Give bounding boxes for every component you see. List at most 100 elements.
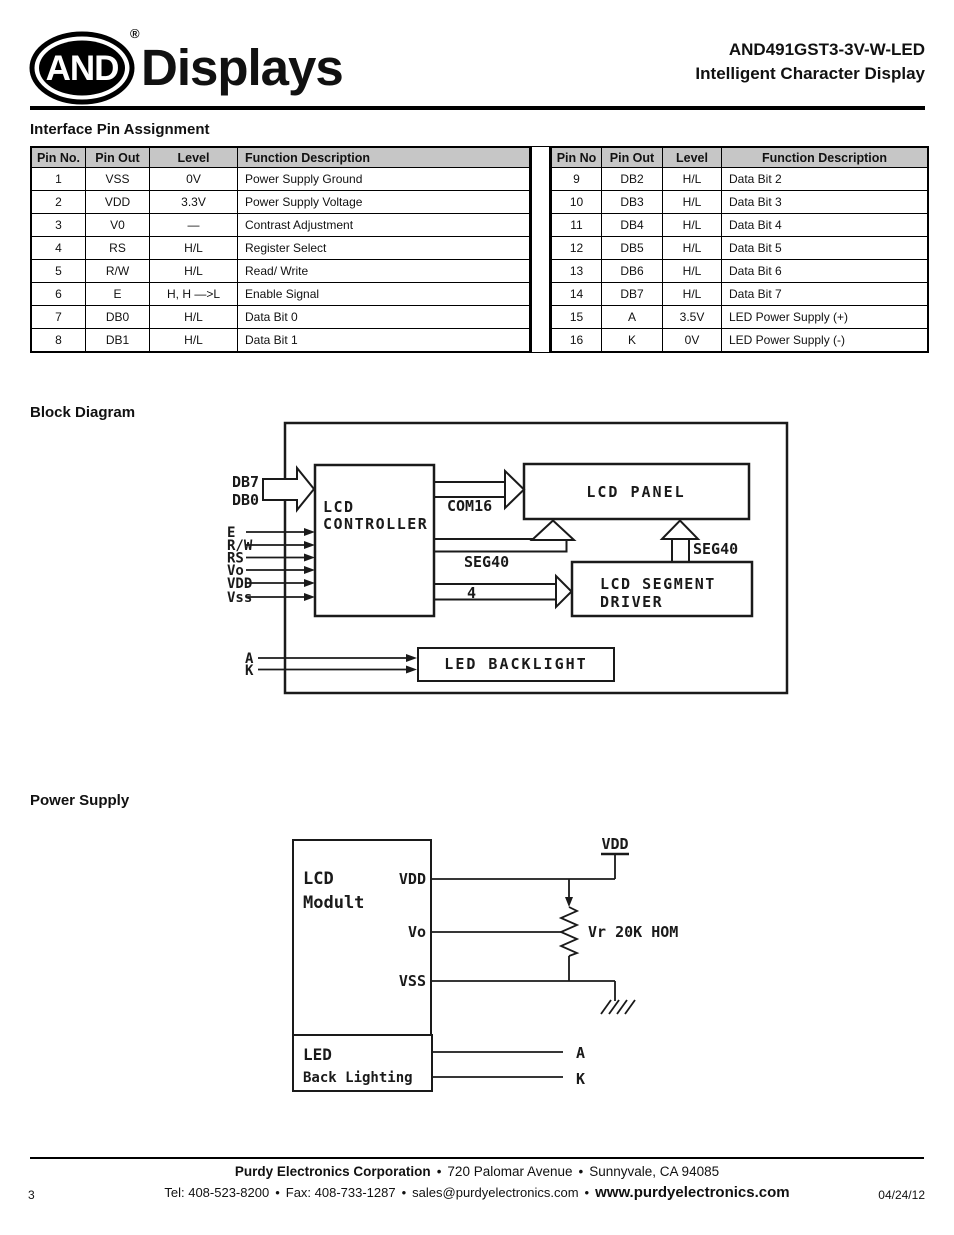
phone: Tel: 408-523-8200 [164, 1185, 270, 1200]
level: H/L [662, 259, 722, 283]
pin-out: DB7 [601, 282, 663, 306]
col-header: Level [662, 147, 722, 168]
company-address: 720 Palomar Avenue [447, 1164, 573, 1179]
level: H/L [149, 236, 238, 260]
pin-no: 8 [31, 328, 86, 352]
bullet: • [275, 1185, 280, 1200]
function-description: Data Bit 2 [721, 167, 928, 191]
document-date: 04/24/12 [878, 1188, 925, 1202]
block-diagram-title: Block Diagram [30, 404, 136, 421]
lcd-segment-driver-box [570, 560, 754, 618]
pin-no: 7 [31, 305, 86, 329]
vss-pin-label: VSS [399, 972, 426, 990]
level: H/L [149, 259, 238, 283]
resistor-label: Vr 20K HOM [588, 923, 678, 941]
col-header: Function Description [721, 147, 928, 168]
pin-no: 9 [551, 167, 602, 191]
level: H/L [662, 190, 722, 214]
footer-contact-line: Tel: 408-523-8200•Fax: 408-733-1287•sale… [0, 1184, 954, 1201]
power-supply-diagram: LCD Modult VDD Vo VSS VDD Vr 20K HOM [292, 835, 678, 1092]
pin-no: 5 [31, 259, 86, 283]
cathode-label: K [245, 663, 254, 679]
data-bus-arrow [262, 465, 316, 513]
ground-symbol [600, 981, 636, 1015]
led-label-line1: LED [303, 1045, 332, 1064]
pin-no: 3 [31, 213, 86, 237]
level: H, H —>L [149, 282, 238, 306]
level: 3.5V [662, 305, 722, 329]
document-title-block: AND491GST3-3V-W-LED Intelligent Characte… [695, 38, 925, 86]
pin-table-right: Pin No Pin Out Level Function Descriptio… [551, 147, 928, 352]
lcd-module-label-line2: Modult [303, 893, 364, 913]
pin-no: 1 [31, 167, 86, 191]
level: H/L [149, 328, 238, 352]
anode-label: A [245, 651, 254, 667]
bus4-label-bg [463, 585, 479, 598]
level: H/L [662, 213, 722, 237]
registered-trademark-symbol: ® [130, 26, 140, 41]
col-header: Function Description [237, 147, 530, 168]
level: H/L [662, 282, 722, 306]
function-description: Data Bit 6 [721, 259, 928, 283]
led-label-line2: Back Lighting [303, 1070, 413, 1086]
pin-assignment-tables: Pin No. Pin Out Level Function Descripti… [30, 146, 929, 353]
vo-pin-label: Vo [408, 923, 426, 941]
pin-out: V0 [85, 213, 150, 237]
col-header: Pin No [551, 147, 602, 168]
pin-out: A [601, 305, 663, 329]
backlight-signal-arrows [258, 654, 417, 674]
table-gap [530, 147, 551, 352]
function-description: Data Bit 7 [721, 282, 928, 306]
led-backlighting-box [292, 1034, 433, 1092]
e-label: E [227, 525, 235, 541]
seg40-bus-arrowhead [529, 519, 577, 541]
col-header: Pin Out [85, 147, 150, 168]
col-header: Pin No. [31, 147, 86, 168]
vdd-label: VDD [227, 576, 252, 592]
company-name: Purdy Electronics Corporation [234, 1164, 431, 1179]
bullet: • [401, 1185, 407, 1200]
pin-out: K [601, 328, 663, 352]
pin-no: 11 [551, 213, 602, 237]
seg40-bus-label: SEG40 [464, 553, 509, 571]
lcd-panel-label: LCD PANEL [586, 483, 685, 501]
level: 3.3V [149, 190, 238, 214]
function-description: Power Supply Ground [237, 167, 530, 191]
logo-displays-text: Displays [141, 39, 344, 96]
level: — [149, 213, 238, 237]
power-supply-title: Power Supply [30, 792, 130, 809]
function-description: Data Bit 1 [237, 328, 530, 352]
bullet: • [578, 1164, 584, 1179]
pin-no: 2 [31, 190, 86, 214]
bullet: • [436, 1164, 442, 1179]
rs-label: RS [227, 551, 244, 567]
pin-no: 6 [31, 282, 86, 306]
pin-out: DB2 [601, 167, 663, 191]
col-header: Pin Out [601, 147, 663, 168]
pin-no: 12 [551, 236, 602, 260]
function-description: Data Bit 3 [721, 190, 928, 214]
function-description: Power Supply Voltage [237, 190, 530, 214]
block-diagram: DB7 DB0 E R/W RS Vo VDD Vss LCD CONTROLL… [227, 421, 789, 695]
part-subtitle: Intelligent Character Display [695, 64, 925, 83]
pin-out: RS [85, 236, 150, 260]
pin-out: DB6 [601, 259, 663, 283]
function-description: Data Bit 5 [721, 236, 928, 260]
footer-company-line: Purdy Electronics Corporation • 720 Paloma… [0, 1164, 954, 1179]
pin-no: 10 [551, 190, 602, 214]
table-header-row: Pin No Pin Out Level Function Descriptio… [551, 147, 928, 168]
function-description: Data Bit 0 [237, 305, 530, 329]
seg40-driver-arrowhead [659, 519, 701, 540]
contrast-potentiometer [558, 879, 580, 981]
function-description: Register Select [237, 236, 530, 260]
pin-no: 14 [551, 282, 602, 306]
